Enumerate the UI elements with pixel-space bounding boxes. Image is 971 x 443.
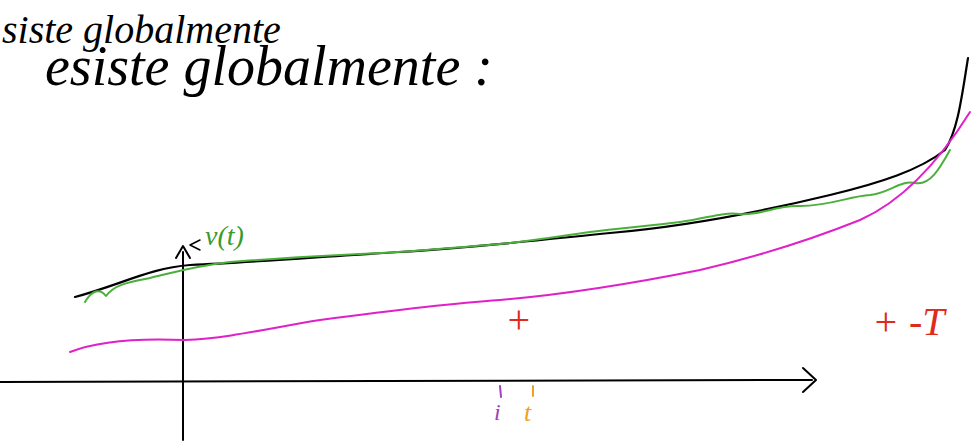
vertical-axis	[182, 252, 184, 440]
mark-label: i	[494, 400, 501, 424]
axis-arrow	[176, 246, 190, 258]
note-text: esiste globalmente :	[45, 38, 493, 94]
tick-mark	[532, 386, 534, 396]
mark-label: + -T	[872, 302, 945, 342]
pointer-mark	[190, 240, 200, 250]
horizontal-axis	[0, 380, 812, 382]
mark-label: t	[524, 400, 531, 426]
magenta-curve	[70, 112, 970, 352]
green-curve	[85, 150, 950, 302]
mark-label: +	[505, 300, 532, 340]
tick-mark	[500, 386, 501, 397]
axis-arrow	[803, 368, 816, 392]
curve-label: v(t)	[205, 222, 244, 250]
